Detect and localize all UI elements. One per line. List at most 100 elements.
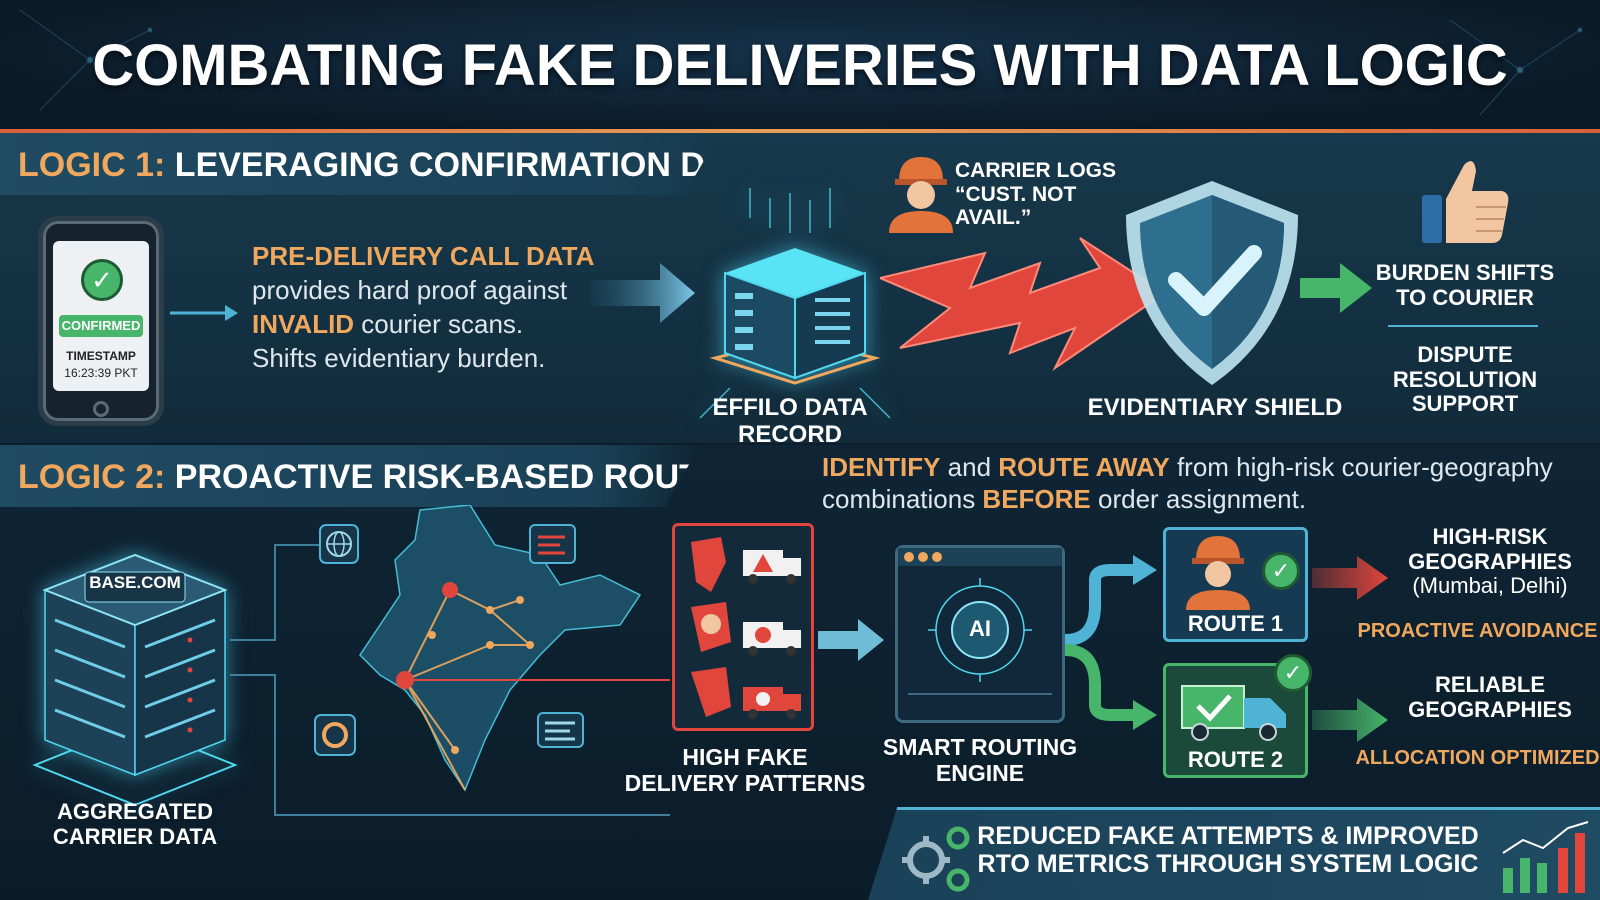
- reliable-line-2: GEOGRAPHIES: [1408, 696, 1572, 722]
- logic1-banner: LOGIC 1: LEVERAGING CONFIRMATION DATA: [0, 133, 720, 195]
- network-decoration: [19, 9, 1583, 116]
- region-icon: [691, 667, 731, 717]
- logic1-description: PRE-DELIVERY CALL DATA provides hard pro…: [252, 239, 612, 375]
- split-arrows: [1065, 555, 1157, 730]
- footer-banner: REDUCED FAKE ATTEMPTS & IMPROVED RTO MET…: [868, 807, 1600, 900]
- dispute-line-2: RESOLUTION: [1392, 366, 1538, 392]
- engine-line-2: ENGINE: [935, 759, 1025, 786]
- logic1-heading: LOGIC 1: LEVERAGING CONFIRMATION DATA: [18, 146, 770, 185]
- reliable-text: RELIABLE GEOGRAPHIES: [1385, 672, 1595, 722]
- timestamp-value: 16:23:39 PKT: [64, 366, 138, 380]
- dispute-line-1: DISPUTE: [1417, 342, 1513, 367]
- growth-chart-icon: [1502, 821, 1589, 893]
- logic2-desc-line-2: combinations BEFORE order assignment.: [822, 483, 1582, 515]
- server-badge: BASE.COM: [89, 573, 181, 592]
- burden-line-2: TO COURIER: [1396, 284, 1534, 310]
- ai-chip-label: AI: [969, 616, 991, 641]
- logic2-title: PROACTIVE RISK-BASED ROUTING: [174, 458, 761, 496]
- engine-line-1: SMART ROUTING: [882, 734, 1078, 760]
- desc-line-2: INVALID courier scans.: [252, 307, 612, 341]
- courier-person-icon: [1186, 536, 1250, 610]
- patterns-line-2: DELIVERY PATTERNS: [624, 769, 866, 796]
- dispute-line-3: SUPPORT: [1411, 391, 1519, 417]
- timestamp-label: TIMESTAMP: [66, 349, 136, 363]
- identify-emphasis: IDENTIFY: [822, 452, 941, 482]
- call-data-heading: PRE-DELIVERY CALL DATA: [252, 241, 595, 271]
- invalid-emphasis: INVALID: [252, 309, 355, 339]
- carrier-logs-text: CARRIER LOGS “CUST. NOT AVAIL.”: [955, 159, 1155, 230]
- ai-brain-icon: [928, 578, 1032, 682]
- window-dot-icon: [932, 552, 942, 562]
- phone: ✓ CONFIRMED TIMESTAMP 16:23:39 PKT: [38, 216, 164, 426]
- routing-engine-window: AI: [895, 545, 1065, 723]
- fake-patterns-label: HIGH FAKE DELIVERY PATTERNS: [620, 744, 870, 797]
- high-risk-line-2: GEOGRAPHIES: [1408, 548, 1572, 574]
- green-arrow-icon: [1312, 698, 1388, 742]
- logic2-desc-combinations: combinations: [822, 484, 983, 514]
- route-away-emphasis: ROUTE AWAY: [998, 452, 1170, 482]
- courier-person-icon: [889, 157, 953, 233]
- carrier-logs-line-2: “CUST. NOT AVAIL.”: [955, 182, 1077, 230]
- risk-region-icons: [691, 537, 801, 719]
- server-stack-icon: [32, 553, 238, 807]
- route-1-label: ROUTE 1: [1187, 611, 1284, 636]
- logic2-number: LOGIC 2:: [18, 458, 166, 496]
- phone-screen: ✓ CONFIRMED TIMESTAMP 16:23:39 PKT: [53, 241, 149, 391]
- truck-warning-icon: [743, 550, 801, 584]
- footer-line-2: RTO METRICS THROUGH SYSTEM LOGIC: [977, 850, 1479, 878]
- agg-line-2: CARRIER DATA: [52, 823, 218, 849]
- logic1-panel: LOGIC 1: LEVERAGING CONFIRMATION DATA ✓ …: [0, 133, 1600, 448]
- engine-footer-bar: [908, 693, 1052, 715]
- proactive-avoidance-tag: PROACTIVE AVOIDANCE: [1357, 620, 1598, 642]
- before-emphasis: BEFORE: [982, 484, 1091, 514]
- red-arrow-icon: [1312, 556, 1388, 600]
- result-divider: [1388, 325, 1538, 327]
- reliable-line-1: RELIABLE: [1435, 672, 1545, 697]
- route-1-card: ✓ ROUTE 1: [1163, 527, 1308, 642]
- check-icon: ✓: [81, 259, 123, 301]
- arrow-right-icon: [818, 619, 884, 661]
- arrow-icon: [170, 305, 238, 321]
- aggregated-data-label: AGGREGATED CARRIER DATA: [20, 799, 250, 849]
- home-button-icon: [93, 401, 109, 417]
- burden-line-1: BURDEN SHIFTS: [1375, 260, 1555, 285]
- window-dot-icon: [918, 552, 928, 562]
- logic2-desc-line-1: IDENTIFY and ROUTE AWAY from high-risk c…: [822, 451, 1582, 483]
- carrier-logs-line-1: CARRIER LOGS: [955, 159, 1117, 182]
- logic2-banner: LOGIC 2: PROACTIVE RISK-BASED ROUTING: [0, 445, 700, 507]
- logic2-desc-and: and: [940, 452, 999, 482]
- header: COMBATING FAKE DELIVERIES WITH DATA LOGI…: [0, 0, 1600, 130]
- logic2-desc-rest2: order assignment.: [1090, 484, 1307, 514]
- burden-shifts-text: BURDEN SHIFTS TO COURIER: [1375, 260, 1555, 310]
- thumbs-up-icon: [1422, 161, 1509, 243]
- data-record-server-icon: [699, 188, 891, 419]
- region-icon: [691, 537, 726, 592]
- arrow-right-icon: [590, 263, 695, 323]
- window-dot-icon: [904, 552, 914, 562]
- header-divider: [0, 129, 1600, 133]
- truck-cancel-icon: [743, 622, 801, 656]
- dispute-support-text: DISPUTE RESOLUTION SUPPORT: [1375, 342, 1555, 417]
- agg-line-1: AGGREGATED: [56, 799, 214, 824]
- high-risk-line-1: HIGH-RISK: [1432, 524, 1548, 549]
- page-title: COMBATING FAKE DELIVERIES WITH DATA LOGI…: [92, 33, 1508, 98]
- india-map-network: [230, 505, 670, 816]
- logic2-desc-rest1: from high-risk courier-geography: [1169, 452, 1553, 482]
- confirmed-badge: CONFIRMED: [59, 315, 143, 337]
- logic2-panel: LOGIC 2: PROACTIVE RISK-BASED ROUTING ID…: [0, 445, 1600, 900]
- green-arrow-icon: [1300, 263, 1372, 313]
- route-2-card: ✓ ROUTE 2: [1163, 654, 1312, 778]
- logic1-title: LEVERAGING CONFIRMATION DATA: [174, 146, 770, 184]
- gears-icon: [902, 826, 970, 892]
- desc-line-3: Shifts evidentiary burden.: [252, 343, 546, 373]
- check-icon: ✓: [1262, 552, 1300, 590]
- delivery-truck-icon: [1181, 685, 1286, 741]
- routing-engine-label: SMART ROUTING ENGINE: [865, 734, 1095, 787]
- high-risk-text: HIGH-RISK GEOGRAPHIES (Mumbai, Delhi): [1385, 524, 1595, 599]
- fake-patterns-box: [672, 523, 814, 731]
- logic1-number: LOGIC 1:: [18, 146, 166, 184]
- logic2-description: IDENTIFY and ROUTE AWAY from high-risk c…: [822, 451, 1582, 515]
- allocation-optimized-tag: ALLOCATION OPTIMIZED: [1355, 747, 1600, 769]
- footer-line-1: REDUCED FAKE ATTEMPTS & IMPROVED: [977, 822, 1479, 850]
- desc-line-1: provides hard proof against: [252, 275, 568, 305]
